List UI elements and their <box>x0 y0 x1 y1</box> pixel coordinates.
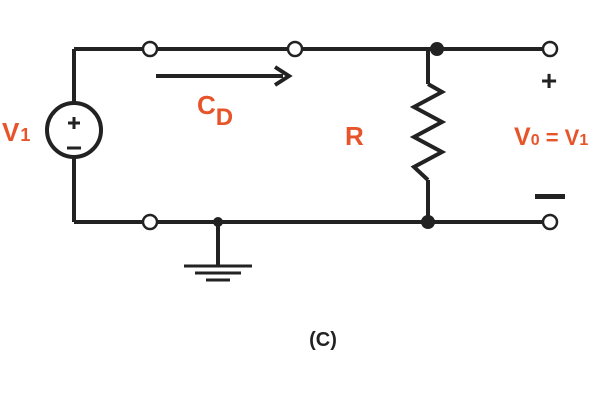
terminal-top-2 <box>286 40 304 58</box>
source-label: V1 <box>2 117 30 147</box>
resistor-zigzag-icon <box>409 82 447 182</box>
junction-dot-ground <box>213 217 223 227</box>
ground-icon <box>184 264 252 282</box>
terminal-top-out <box>541 40 559 58</box>
output-minus-sign <box>535 194 565 199</box>
output-voltage-label: V0 = V1 <box>514 123 588 151</box>
voltage-source-icon <box>45 101 103 159</box>
junction-dot-bottom <box>421 215 435 229</box>
terminal-bottom-1 <box>141 213 159 231</box>
output-plus-sign: + <box>541 65 557 96</box>
terminal-bottom-out <box>541 213 559 231</box>
terminal-top-1 <box>141 40 159 58</box>
figure-caption: (C) <box>309 329 337 351</box>
current-arrow-icon <box>156 65 293 87</box>
current-label: CD <box>197 90 233 131</box>
junction-dot-top <box>430 42 444 56</box>
resistor-label: R <box>345 121 364 151</box>
